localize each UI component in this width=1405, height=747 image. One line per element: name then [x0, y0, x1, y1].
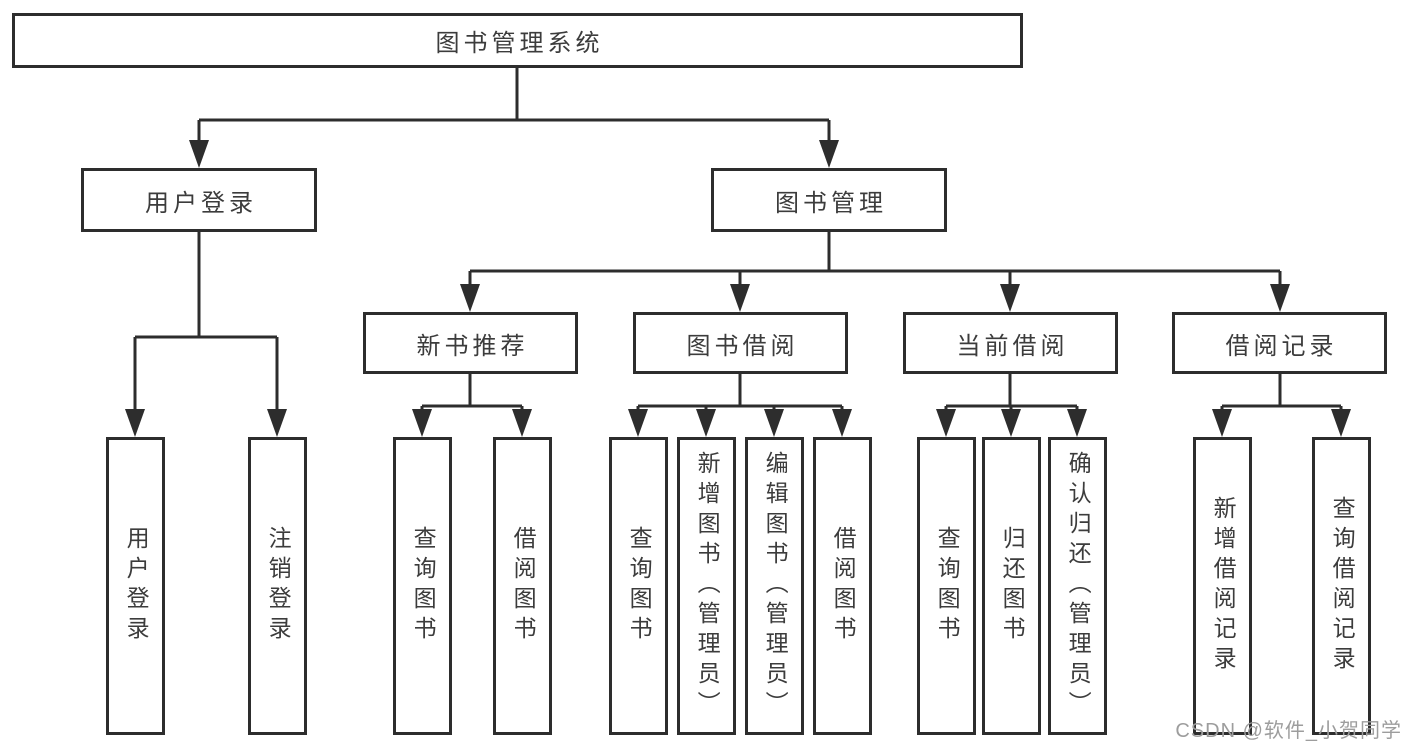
node-root: 图书管理系统: [12, 13, 1023, 68]
node-user-login-label: 用户登录: [145, 189, 257, 217]
leaf-bb-borrow-books: 借阅图书: [813, 437, 872, 735]
leaf-br-add-record: 新增借阅记录: [1193, 437, 1252, 735]
leaf-logout-label: 注销登录: [265, 526, 292, 646]
leaf-br-add-record-label: 新增借阅记录: [1210, 496, 1237, 676]
node-book-management-label: 图书管理: [775, 189, 887, 217]
leaf-bb-borrow-books-label: 借阅图书: [830, 526, 857, 646]
leaf-bb-edit-books-admin: 编辑图书（管理员）: [745, 437, 804, 735]
leaf-cb-query-books: 查询图书: [917, 437, 976, 735]
leaf-cb-return-books-label: 归还图书: [999, 526, 1026, 646]
leaf-nb-query-books: 查询图书: [393, 437, 452, 735]
leaf-user-login-label: 用户登录: [123, 526, 150, 646]
node-current-borrow: 当前借阅: [903, 312, 1118, 374]
leaf-nb-borrow-books-label: 借阅图书: [510, 526, 537, 646]
leaf-br-query-record-label: 查询借阅记录: [1329, 496, 1356, 676]
node-book-management: 图书管理: [711, 168, 947, 232]
leaf-cb-confirm-return-admin: 确认归还（管理员）: [1048, 437, 1107, 735]
csdn-watermark: CSDN @软件_小贺同学: [1175, 720, 1402, 742]
leaf-nb-query-books-label: 查询图书: [410, 526, 437, 646]
node-new-book-recommend: 新书推荐: [363, 312, 578, 374]
leaf-bb-query-books-label: 查询图书: [626, 526, 653, 646]
leaf-nb-borrow-books: 借阅图书: [493, 437, 552, 735]
leaf-cb-confirm-return-admin-label: 确认归还（管理员）: [1065, 451, 1092, 721]
node-user-login: 用户登录: [81, 168, 317, 232]
leaf-bb-query-books: 查询图书: [609, 437, 668, 735]
arrowheads: [125, 140, 1351, 437]
node-borrow-records: 借阅记录: [1172, 312, 1387, 374]
leaf-bb-edit-books-admin-label: 编辑图书（管理员）: [762, 451, 789, 721]
node-root-label: 图书管理系统: [435, 30, 604, 57]
leaf-bb-add-books-admin: 新增图书（管理员）: [677, 437, 736, 735]
node-new-book-recommend-label: 新书推荐: [416, 332, 529, 360]
leaf-cb-query-books-label: 查询图书: [934, 526, 961, 646]
leaf-logout: 注销登录: [248, 437, 307, 735]
node-current-borrow-label: 当前借阅: [956, 332, 1069, 360]
node-book-borrow: 图书借阅: [633, 312, 848, 374]
leaf-br-query-record: 查询借阅记录: [1312, 437, 1371, 735]
node-borrow-records-label: 借阅记录: [1225, 332, 1338, 360]
leaf-user-login: 用户登录: [106, 437, 165, 735]
leaf-bb-add-books-admin-label: 新增图书（管理员）: [694, 451, 721, 721]
leaf-cb-return-books: 归还图书: [982, 437, 1041, 735]
node-book-borrow-label: 图书借阅: [686, 332, 799, 360]
